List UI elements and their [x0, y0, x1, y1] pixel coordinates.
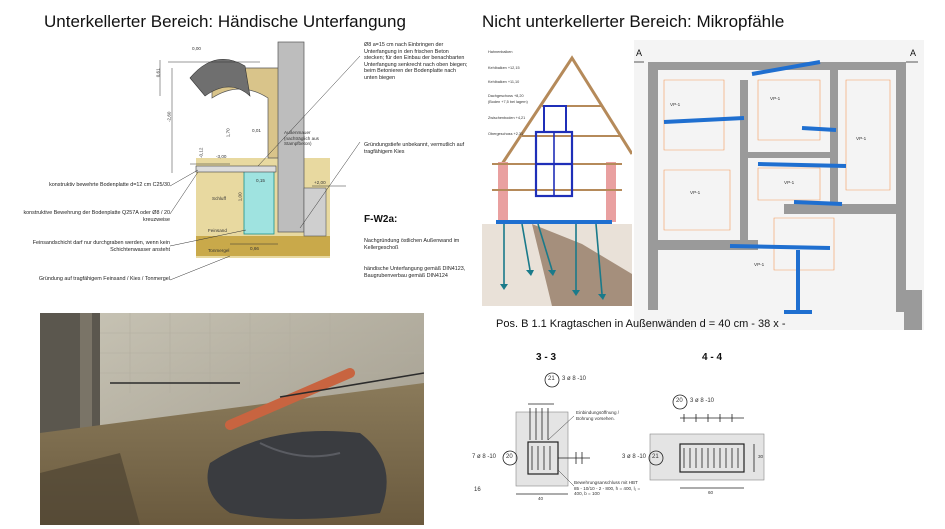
- title-right: Nicht unterkellerter Bereich: Mikropfähl…: [482, 12, 785, 31]
- dim-label: 0,61: [155, 68, 161, 78]
- dim-label: 1,70: [225, 128, 231, 138]
- level-label: Obergeschoss +2,31: [488, 132, 524, 136]
- dim-40: 40: [538, 496, 544, 501]
- level-label: Dachgeschoss +8,20 (Boden +7,5 bei lager…: [488, 94, 528, 104]
- level-label: Zwischenboden +4,21: [488, 116, 526, 120]
- rebar-detail-svg: [502, 372, 765, 495]
- pile-label: VP-1: [856, 136, 867, 141]
- house-section-svg: [482, 55, 632, 306]
- pile-label: VP-1: [754, 262, 765, 267]
- dim-label: 0,01: [252, 128, 261, 133]
- pile-label: VP-1: [670, 102, 681, 107]
- note-anchor: Bewehrungsanschluss mit HBT 85 - 10/10 -…: [574, 480, 641, 497]
- right-bar-text: 3 ø 8 -10: [622, 454, 647, 460]
- bar-mark-21-text: 3 ø 8 -10: [562, 376, 587, 382]
- dim-label: 0,66: [250, 246, 259, 251]
- section-3-3: 3 - 3: [536, 352, 557, 363]
- pile-label: VP-1: [690, 190, 701, 195]
- left-bar-num: 20: [506, 454, 513, 460]
- code-label: F-W2a:: [364, 214, 398, 225]
- soil-label: Schluff: [212, 196, 226, 201]
- level-label: Kehlbalken +12,15: [488, 66, 520, 70]
- soil-label: Feinsand: [208, 228, 227, 233]
- description-1: Nachgründung östlichen Außenwand im Kell…: [364, 238, 460, 251]
- note-drill: Einbindungsöffnung / Bohrung vorsehen.: [576, 410, 620, 421]
- section-mark-a-right: A: [910, 48, 917, 58]
- bar-mark-20-text: 3 ø 8 -10: [690, 398, 715, 404]
- label-foundation: Gründung auf tragfähigem Feinsand / Kies…: [38, 276, 170, 282]
- rebar-detail-drawing: Pos. B 1.1 Kragtaschen in Außenwänden d …: [470, 312, 890, 526]
- description-2: händische Unterfangung gemäß DIN4123, Ba…: [364, 266, 466, 279]
- level-label: Hahnenbalken: [488, 50, 513, 54]
- underpinning-section-svg: [159, 41, 361, 281]
- floor-plan-drawing: A A VP-1 VP-1 VP-1 VP-1 VP-1 VP-1: [634, 40, 924, 330]
- excavation-photo: [40, 313, 424, 525]
- right-bar-num: 21: [652, 454, 659, 460]
- dim-label: 1,00: [237, 192, 243, 202]
- bar-mark-20: 20: [676, 398, 683, 404]
- dim-label: -2,60: [166, 111, 172, 123]
- annotation-rebar: Ø8 a=15 cm nach Einbringen der Unterfang…: [364, 42, 468, 81]
- dim-label: -3,00: [216, 154, 227, 159]
- section-4-4: 4 - 4: [702, 352, 723, 363]
- level-label: Kehlbalken +11,10: [488, 80, 520, 84]
- pile-label: VP-1: [770, 96, 781, 101]
- page-number: 16: [474, 487, 481, 493]
- excavation-photo-svg: [40, 313, 424, 525]
- underpinning-section-drawing: 0,00 0,61 -2,60 -0,12 -3,00 1,70 0,01 0,…: [0, 38, 470, 310]
- floor-plan-svg: [634, 40, 924, 330]
- title-left: Unterkellerter Bereich: Händische Unterf…: [44, 12, 406, 31]
- label-floor-slab: konstruktiv bewehrte Bodenplatte d=12 cm…: [49, 182, 170, 188]
- label-slab-reinforcement: konstruktive Bewehrung der Bodenplatte Q…: [23, 210, 170, 223]
- dim-label: -0,12: [198, 147, 204, 159]
- dim-60: 60: [708, 490, 714, 495]
- detail-title: Pos. B 1.1 Kragtaschen in Außenwänden d …: [496, 318, 786, 330]
- bar-mark-21: 21: [548, 376, 555, 382]
- pile-label: VP-1: [784, 180, 795, 185]
- dim-label: +2,00: [314, 180, 326, 185]
- label-fine-sand: Feinsandschicht darf nur durchgraben wer…: [32, 240, 170, 253]
- dim-label: 0,00: [192, 46, 201, 51]
- left-bar-text: 7 ø 8 -10: [472, 454, 497, 460]
- house-section-drawing: Hahnenbalken Kehlbalken +12,15 Kehlbalke…: [482, 44, 632, 306]
- section-mark-a-left: A: [636, 48, 643, 58]
- wall-label: Außenmauer (nachträglich aus Stampfbeton…: [284, 130, 319, 147]
- annotation-bearing: Gründungstiefe unbekannt, vermutlich auf…: [364, 142, 465, 155]
- soil-label: Tonmergel: [208, 248, 230, 253]
- dim-label: 0,15: [256, 178, 265, 183]
- dim-30: 30: [758, 454, 764, 459]
